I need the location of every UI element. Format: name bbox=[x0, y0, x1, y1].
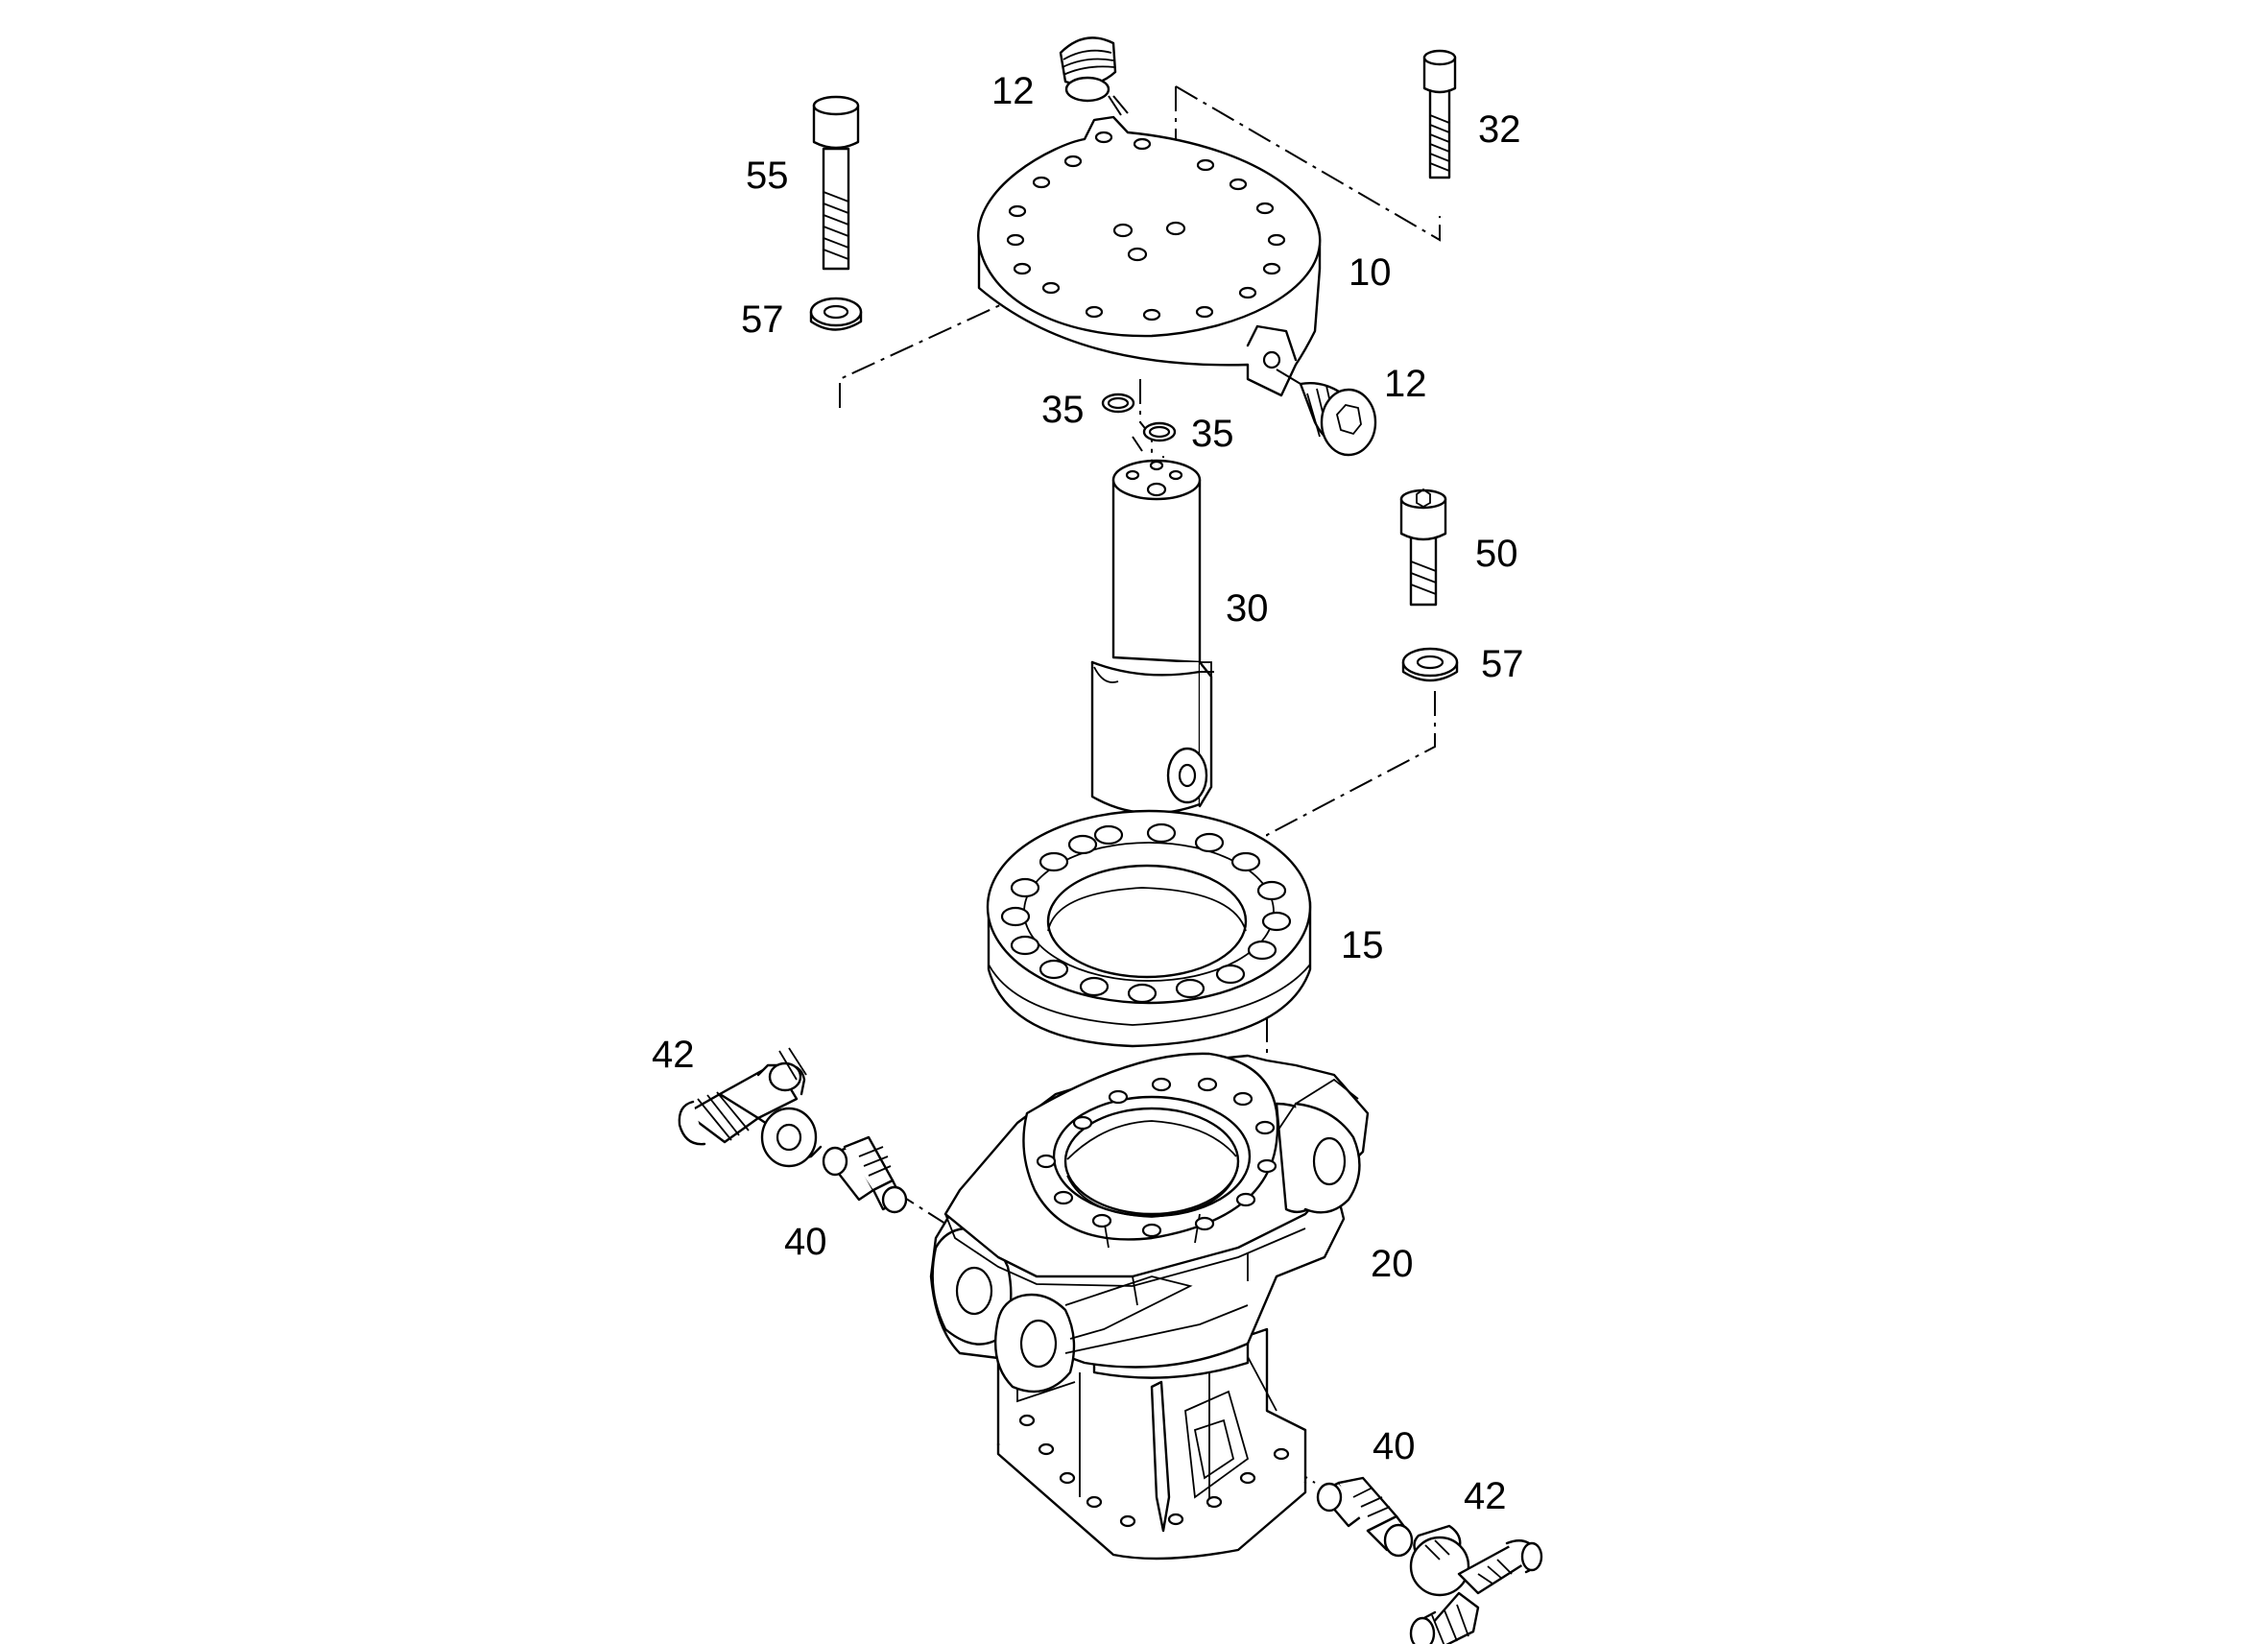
washer-part-57-top bbox=[809, 297, 863, 331]
plug-part-12-top bbox=[1059, 36, 1122, 116]
callout-35-left: 35 bbox=[1041, 389, 1085, 431]
callout-30: 30 bbox=[1226, 587, 1269, 630]
callout-labels: 12 32 55 10 57 12 35 35 50 30 57 15 42 4… bbox=[652, 70, 1524, 1517]
callout-42-left: 42 bbox=[652, 1034, 695, 1076]
callout-50: 50 bbox=[1475, 533, 1518, 575]
callout-40-left: 40 bbox=[784, 1221, 827, 1263]
callout-57-mid: 57 bbox=[1481, 643, 1524, 685]
housing-part-20 bbox=[929, 1052, 1370, 1561]
plug-part-12-side bbox=[1276, 369, 1377, 457]
cover-plate-part-10 bbox=[977, 115, 1322, 397]
callout-12-top: 12 bbox=[991, 70, 1035, 112]
washer-part-57-mid bbox=[1401, 647, 1459, 682]
shaft-part-30 bbox=[1090, 459, 1213, 815]
leader-lines bbox=[1112, 95, 1214, 673]
callout-40-right: 40 bbox=[1373, 1425, 1416, 1467]
callout-57-top: 57 bbox=[741, 298, 784, 341]
cap-screw-part-55 bbox=[812, 95, 860, 271]
callout-35-right: 35 bbox=[1191, 413, 1234, 455]
callout-20: 20 bbox=[1371, 1243, 1414, 1285]
tee-fitting-part-42-right bbox=[1409, 1524, 1543, 1644]
o-ring-part-35-left bbox=[1101, 393, 1135, 414]
o-ring-part-35-right bbox=[1142, 421, 1177, 442]
cap-screw-part-50 bbox=[1399, 488, 1447, 607]
tee-fitting-part-42-left bbox=[678, 1047, 823, 1168]
callout-55: 55 bbox=[746, 155, 789, 197]
callout-12-side: 12 bbox=[1384, 363, 1427, 405]
callout-10: 10 bbox=[1349, 251, 1392, 294]
cap-screw-part-32 bbox=[1422, 49, 1457, 179]
callout-32: 32 bbox=[1478, 108, 1521, 151]
callout-15: 15 bbox=[1341, 924, 1384, 966]
bearing-ring-part-15 bbox=[986, 809, 1312, 1048]
adapter-part-40-right bbox=[1316, 1476, 1414, 1558]
callout-42-right: 42 bbox=[1464, 1475, 1507, 1517]
adapter-part-40-left bbox=[822, 1135, 908, 1214]
